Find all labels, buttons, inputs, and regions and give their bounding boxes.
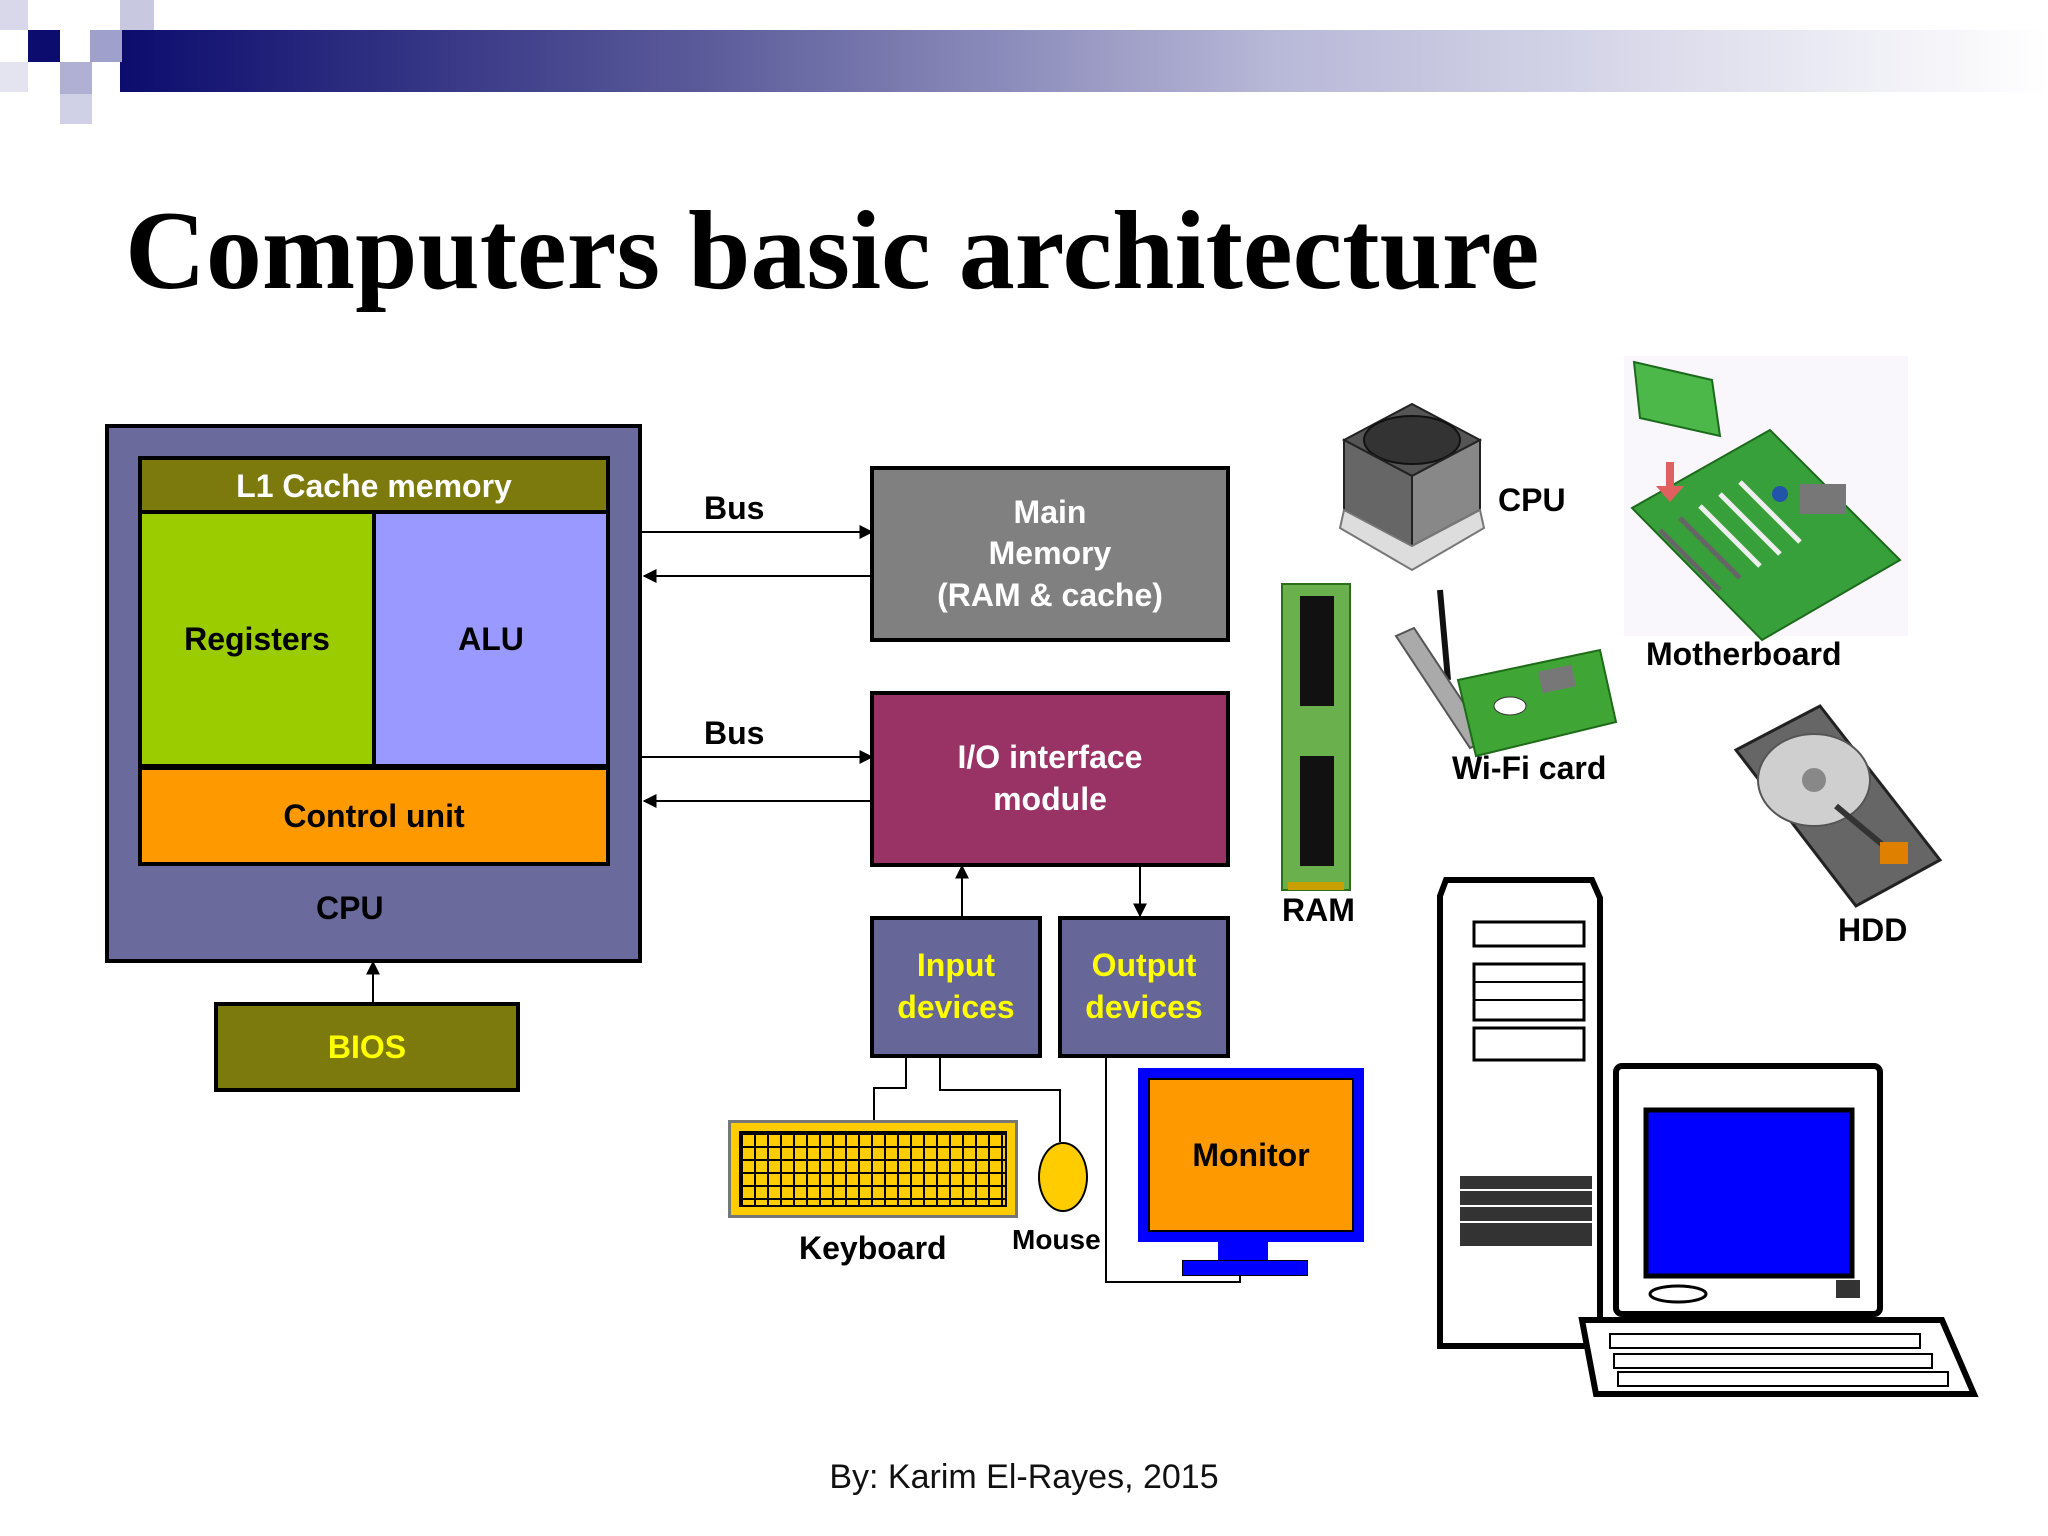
output-devices-box: Output devices bbox=[1058, 916, 1230, 1058]
header-square-mid-2 bbox=[60, 62, 92, 94]
header-square-light-3 bbox=[0, 62, 28, 92]
bus-bottom-label: Bus bbox=[704, 715, 765, 751]
bios-box: BIOS bbox=[214, 1002, 520, 1092]
hdd-icon bbox=[1733, 704, 1943, 908]
hw-cpu-label: CPU bbox=[1498, 482, 1566, 518]
output-devices-label: Output devices bbox=[1085, 947, 1203, 1025]
mouse-cable bbox=[939, 1058, 1061, 1142]
control-unit-box: Control unit bbox=[138, 766, 610, 866]
keyboard-cable bbox=[873, 1058, 907, 1120]
desktop-tower-icon bbox=[1437, 877, 1603, 1349]
motherboard-icon bbox=[1624, 356, 1908, 642]
mouse-icon bbox=[1038, 1142, 1088, 1212]
header-square-light-4 bbox=[60, 94, 92, 124]
keyboard-icon bbox=[728, 1120, 1018, 1218]
alu-box: ALU bbox=[372, 510, 610, 768]
l1-cache-label: L1 Cache memory bbox=[236, 467, 512, 504]
l1-cache-box: L1 Cache memory bbox=[138, 456, 610, 512]
slide-footer: By: Karim El-Rayes, 2015 bbox=[829, 1458, 1219, 1496]
input-devices-box: Input devices bbox=[870, 916, 1042, 1058]
header-square-light-1 bbox=[0, 0, 28, 30]
header-square-mid-1 bbox=[90, 30, 122, 62]
monitor-stand-neck bbox=[1218, 1240, 1268, 1262]
registers-label: Registers bbox=[184, 620, 330, 657]
header-square-light-2 bbox=[120, 0, 154, 30]
keyboard-label: Keyboard bbox=[799, 1230, 947, 1266]
ram-stick-icon bbox=[1281, 583, 1351, 891]
monitor-screen: Monitor bbox=[1148, 1078, 1354, 1232]
slide-title: Computers basic architecture bbox=[125, 189, 1540, 313]
main-memory-box: Main Memory (RAM & cache) bbox=[870, 466, 1230, 642]
io-interface-label: I/O interface module bbox=[957, 739, 1143, 817]
input-devices-label: Input devices bbox=[897, 947, 1015, 1025]
alu-label: ALU bbox=[458, 620, 524, 657]
bus-top-label: Bus bbox=[704, 490, 765, 526]
cpu-heatsink-icon bbox=[1338, 402, 1486, 572]
main-memory-label: Main Memory (RAM & cache) bbox=[937, 493, 1163, 613]
desktop-keyboard-icon bbox=[1578, 1317, 1979, 1397]
header-gradient-bar bbox=[120, 30, 2048, 92]
desktop-monitor-icon bbox=[1613, 1063, 1883, 1317]
monitor-box: Monitor bbox=[1138, 1068, 1364, 1242]
cpu-block-label: CPU bbox=[316, 890, 384, 926]
mouse-label: Mouse bbox=[1012, 1224, 1101, 1255]
hw-ram-label: RAM bbox=[1282, 892, 1355, 928]
hw-motherboard-label: Motherboard bbox=[1646, 636, 1842, 672]
monitor-stand-base bbox=[1182, 1260, 1308, 1276]
wifi-card-icon bbox=[1394, 589, 1618, 758]
hw-wifi-label: Wi-Fi card bbox=[1452, 750, 1607, 786]
monitor-label: Monitor bbox=[1192, 1136, 1310, 1173]
io-interface-box: I/O interface module bbox=[870, 691, 1230, 867]
control-unit-label: Control unit bbox=[283, 797, 465, 834]
hw-hdd-label: HDD bbox=[1838, 912, 1908, 948]
bios-label: BIOS bbox=[327, 1028, 407, 1065]
header-square-dark bbox=[28, 30, 60, 62]
